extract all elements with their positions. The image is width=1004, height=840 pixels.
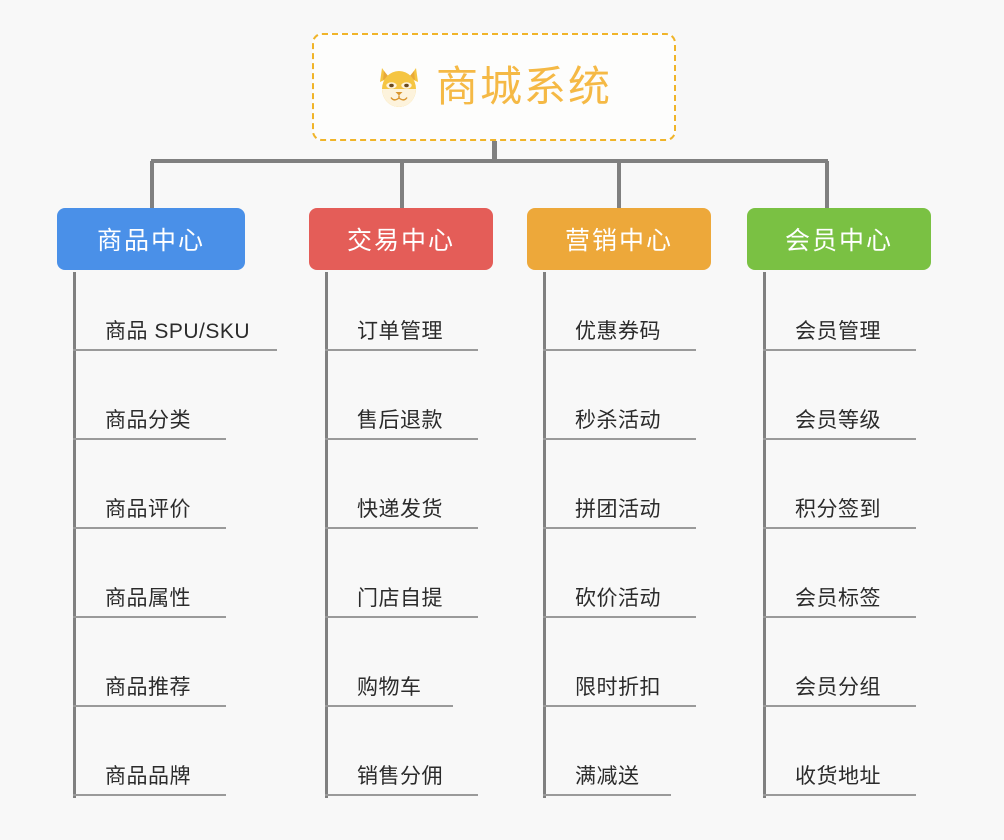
category-box-2[interactable]: 交易中心 <box>309 208 493 270</box>
leaf-underline <box>763 705 916 707</box>
leaf-label: 商品分类 <box>105 409 191 432</box>
category-label: 交易中心 <box>346 227 455 255</box>
connector-drop-3 <box>617 161 621 210</box>
leaf-label: 会员管理 <box>795 320 881 343</box>
leaf-underline <box>325 616 478 618</box>
leaf-underline <box>325 705 453 707</box>
leaf-underline <box>73 527 226 529</box>
category-box-4[interactable]: 会员中心 <box>747 208 931 270</box>
shiba-dog-face-icon <box>376 65 422 109</box>
leaf-label: 商品推荐 <box>105 676 191 699</box>
leaf-underline <box>763 527 916 529</box>
leaf-label: 满减送 <box>575 765 640 788</box>
connector-drop-1 <box>150 161 154 210</box>
leaf-label: 限时折扣 <box>575 676 661 699</box>
leaf-label: 购物车 <box>357 676 422 699</box>
leaf-underline <box>73 349 277 351</box>
leaf-label: 会员标签 <box>795 587 881 610</box>
category-box-1[interactable]: 商品中心 <box>57 208 245 270</box>
leaf-underline <box>325 794 478 796</box>
leaf-label: 商品评价 <box>105 498 191 521</box>
leaf-underline <box>325 527 478 529</box>
leaf-label: 门店自提 <box>357 587 443 610</box>
leaf-underline <box>543 705 696 707</box>
leaf-underline <box>543 349 696 351</box>
leaf-label: 商品品牌 <box>105 765 191 788</box>
leaf-underline <box>543 616 696 618</box>
root-title: 商城系统 <box>435 63 612 110</box>
leaf-label: 拼团活动 <box>575 498 661 521</box>
leaf-underline <box>543 794 671 796</box>
leaf-underline <box>543 527 696 529</box>
category-label: 商品中心 <box>96 227 205 255</box>
leaf-label: 售后退款 <box>357 409 443 432</box>
leaf-underline <box>763 438 916 440</box>
leaf-label: 商品属性 <box>105 587 191 610</box>
leaf-underline <box>763 794 916 796</box>
leaf-label: 优惠券码 <box>575 320 661 343</box>
connector-horizontal-bus <box>151 159 828 163</box>
leaf-underline <box>763 616 916 618</box>
root-node[interactable]: 商城系统 <box>312 33 676 141</box>
leaf-label: 订单管理 <box>357 320 443 343</box>
leaf-underline <box>73 794 226 796</box>
leaf-underline <box>325 349 478 351</box>
leaf-label: 秒杀活动 <box>575 409 661 432</box>
category-label: 会员中心 <box>784 227 893 255</box>
branch-spine-3 <box>543 272 546 798</box>
leaf-underline <box>325 438 478 440</box>
leaf-label: 会员等级 <box>795 409 881 432</box>
leaf-label: 会员分组 <box>795 676 881 699</box>
branch-spine-4 <box>763 272 766 798</box>
category-label: 营销中心 <box>564 227 673 255</box>
leaf-label: 收货地址 <box>795 765 881 788</box>
leaf-label: 商品 SPU/SKU <box>105 320 251 343</box>
branch-spine-1 <box>73 272 76 798</box>
connector-root-stem <box>492 141 497 163</box>
leaf-underline <box>73 616 226 618</box>
leaf-underline <box>543 438 696 440</box>
leaf-label: 销售分佣 <box>357 765 443 788</box>
connector-drop-2 <box>400 161 404 210</box>
leaf-label: 快递发货 <box>357 498 443 521</box>
leaf-label: 砍价活动 <box>575 587 661 610</box>
leaf-label: 积分签到 <box>795 498 881 521</box>
connector-drop-4 <box>825 161 829 210</box>
category-box-3[interactable]: 营销中心 <box>527 208 711 270</box>
leaf-underline <box>73 705 226 707</box>
leaf-underline <box>73 438 226 440</box>
branch-spine-2 <box>325 272 328 798</box>
leaf-underline <box>763 349 916 351</box>
